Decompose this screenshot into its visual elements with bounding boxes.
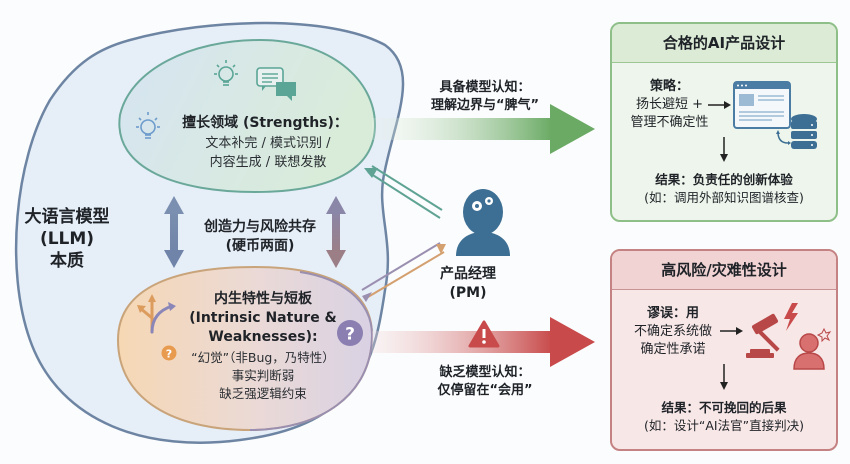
right-arrow-icon xyxy=(708,101,731,109)
good-path-arrow xyxy=(372,104,595,154)
lightning-icon xyxy=(784,303,798,331)
strengths-body: 文本补完 / 模式识别 / 内容生成 / 联想发散 xyxy=(205,136,331,170)
right-arrow-icon xyxy=(720,327,743,335)
coexist-arrow-left xyxy=(164,196,184,268)
pm-label: 产品经理 (PM) xyxy=(440,266,496,301)
warning-icon xyxy=(468,320,500,348)
good-path-label: 具备模型认知： 理解边界与“脾气” xyxy=(430,80,540,113)
person-icon xyxy=(793,333,825,370)
question-icon-small: ? xyxy=(161,345,177,361)
question-icon: ? xyxy=(337,320,363,346)
good-card-graphics xyxy=(708,81,817,162)
strategy-text: 策略： 扬长避短 + 管理不确定性 xyxy=(630,79,709,130)
bad-path-label: 缺乏模型认知： 仅停留在“会用” xyxy=(437,365,533,398)
good-result-text: 结果：负责任的创新体验 (如：调用外部知识图谱核查) xyxy=(644,172,804,205)
lightbulb-icon xyxy=(214,60,238,86)
llm-label: 大语言模型 (LLM) 本质 xyxy=(24,207,110,271)
fallacy-text: 谬误：用 不确定系统做 确定性承诺 xyxy=(633,306,712,357)
pm-strengths-arrows xyxy=(367,165,443,219)
good-design-card: 合格的AI产品设计 策略： 扬长避短 + 管理不确定性 xyxy=(610,22,838,222)
svg-text:?: ? xyxy=(166,348,172,361)
bad-design-card: 高风险/灾难性设计 谬误：用 不确定系统做 确定性承诺 xyxy=(610,249,838,451)
coexist-arrow-right xyxy=(326,196,346,268)
pm-weakness-arrows xyxy=(361,242,445,298)
bad-card-title: 高风险/灾难性设计 xyxy=(612,251,836,290)
weaknesses-title: 内生特性与短板 (Intrinsic Nature & Weaknesses): xyxy=(189,291,337,345)
gavel-icon xyxy=(746,313,780,358)
weaknesses-body: “幻觉”（非Bug，乃特性） 事实判断弱 缺乏强逻辑约束 xyxy=(191,350,335,401)
strengths-title: 擅长领域 (Strengths)： xyxy=(182,115,348,131)
bad-result-text: 结果：不可挽回的后果 (如：设计“AI法官”直接判决) xyxy=(644,400,804,433)
down-arrow-icon xyxy=(720,364,728,390)
browser-window-icon xyxy=(733,81,791,129)
fork-arrows-icon xyxy=(138,300,174,334)
bad-card-graphics xyxy=(720,303,832,390)
arrowhead-purple xyxy=(362,292,372,302)
good-card-title: 合格的AI产品设计 xyxy=(612,24,836,63)
coexist-label: 创造力与风险共存 (硬币两面) xyxy=(204,219,316,254)
arrowhead-orange xyxy=(436,244,446,254)
chat-bubbles-icon xyxy=(256,67,296,101)
down-arrow-icon xyxy=(720,137,728,162)
database-icon xyxy=(791,114,817,149)
lightbulb-icon-small xyxy=(136,112,160,139)
person-gears-icon xyxy=(456,189,510,256)
arrowhead-teal xyxy=(364,168,378,178)
svg-text:?: ? xyxy=(345,325,355,345)
burst-icon xyxy=(816,327,832,343)
bad-path-arrow xyxy=(372,317,595,367)
